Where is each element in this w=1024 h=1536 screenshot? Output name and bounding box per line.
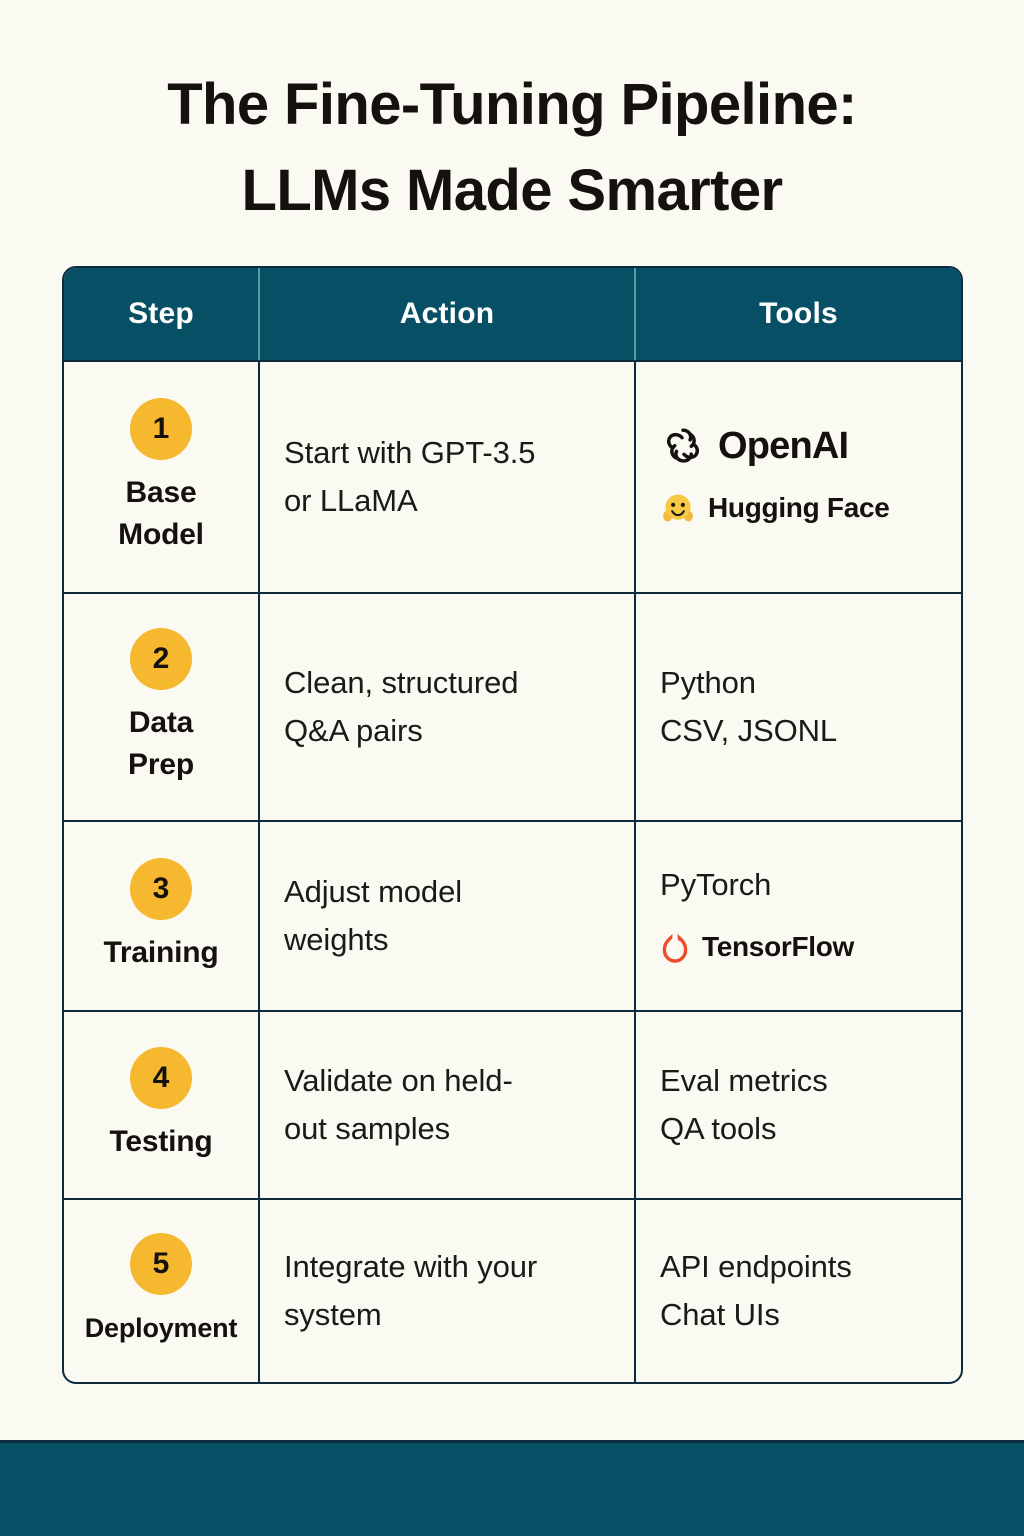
title-line-2: LLMs Made Smarter bbox=[241, 158, 784, 223]
step-label-line-1: Training bbox=[103, 936, 219, 969]
column-header-tools: Tools bbox=[636, 268, 961, 360]
page-title: The Fine-Tuning Pipeline: LLMs Made Smar… bbox=[0, 62, 1024, 234]
step-label-line-1: Base bbox=[125, 476, 197, 509]
hugging-face-emoji-icon bbox=[660, 490, 696, 526]
step-cell: 4 Testing bbox=[64, 1012, 260, 1198]
tool-label-chat-uis: Chat UIs bbox=[660, 1297, 780, 1332]
step-cell: 5 Deployment bbox=[64, 1200, 260, 1382]
header-label-tools: Tools bbox=[759, 297, 838, 330]
action-line-2: out samples bbox=[284, 1111, 451, 1146]
action-line-2: or LLaMA bbox=[284, 483, 418, 518]
tool-item-pytorch: PyTorch bbox=[660, 861, 937, 909]
tool-label-eval-metrics: Eval metrics bbox=[660, 1063, 828, 1098]
table-row: 2 Data Prep Clean, structured Q&A pairs … bbox=[64, 594, 961, 822]
pipeline-table: Step Action Tools 1 Base Model Start wit… bbox=[62, 266, 963, 1384]
header-label-step: Step bbox=[128, 297, 194, 330]
column-header-step: Step bbox=[64, 268, 260, 360]
step-cell: 3 Training bbox=[64, 822, 260, 1010]
action-line-1: Clean, structured bbox=[284, 665, 519, 700]
table-row: 1 Base Model Start with GPT-3.5 or LLaMA bbox=[64, 362, 961, 594]
tool-item-tensorflow: TensorFlow bbox=[660, 923, 937, 971]
tool-item-openai: OpenAI bbox=[660, 422, 937, 470]
step-label-line-1: Data bbox=[128, 706, 194, 739]
footer-band bbox=[0, 1440, 1024, 1536]
step-number-badge: 3 bbox=[130, 858, 192, 920]
step-cell: 1 Base Model bbox=[64, 362, 260, 592]
action-line-2: weights bbox=[284, 922, 389, 957]
tool-label-formats: CSV, JSONL bbox=[660, 713, 838, 748]
tool-label-openai: OpenAI bbox=[718, 425, 849, 467]
tools-cell: Eval metrics QA tools bbox=[636, 1012, 961, 1198]
header-label-action: Action bbox=[399, 297, 495, 330]
tool-label-qa-tools: QA tools bbox=[660, 1111, 777, 1146]
step-number-badge: 4 bbox=[130, 1047, 192, 1109]
step-label-line-1: Testing bbox=[109, 1125, 213, 1158]
action-line-1: Adjust model bbox=[284, 874, 463, 909]
title-line-1: The Fine-Tuning Pipeline: bbox=[167, 72, 857, 137]
step-label-line-1: Deployment bbox=[84, 1313, 238, 1343]
step-cell: 2 Data Prep bbox=[64, 594, 260, 820]
openai-logo-icon bbox=[660, 423, 706, 469]
tools-cell: OpenAI bbox=[636, 362, 961, 592]
step-label-line-2: Prep bbox=[128, 748, 194, 781]
tool-item-hugging-face: Hugging Face bbox=[660, 484, 937, 532]
action-cell: Clean, structured Q&A pairs bbox=[260, 594, 636, 820]
action-cell: Start with GPT-3.5 or LLaMA bbox=[260, 362, 636, 592]
tools-cell: API endpoints Chat UIs bbox=[636, 1200, 961, 1382]
tools-cell: Python CSV, JSONL bbox=[636, 594, 961, 820]
step-label-line-2: Model bbox=[118, 518, 204, 551]
action-line-1: Start with GPT-3.5 bbox=[284, 435, 536, 470]
action-line-2: system bbox=[284, 1297, 382, 1332]
step-number-badge: 5 bbox=[130, 1233, 192, 1295]
tool-label-tensorflow: TensorFlow bbox=[702, 931, 855, 962]
column-header-action: Action bbox=[260, 268, 636, 360]
table-row: 3 Training Adjust model weights PyTorch bbox=[64, 822, 961, 1012]
action-line-1: Validate on held- bbox=[284, 1063, 513, 1098]
tools-cell: PyTorch TensorFlow bbox=[636, 822, 961, 1010]
table-row: 5 Deployment Integrate with your system … bbox=[64, 1200, 961, 1382]
tool-label-python: Python bbox=[660, 665, 756, 700]
tool-label-pytorch: PyTorch bbox=[660, 867, 772, 902]
tool-label-hugging-face: Hugging Face bbox=[708, 492, 890, 523]
step-number-badge: 1 bbox=[130, 398, 192, 460]
action-cell: Adjust model weights bbox=[260, 822, 636, 1010]
action-cell: Integrate with your system bbox=[260, 1200, 636, 1382]
action-cell: Validate on held- out samples bbox=[260, 1012, 636, 1198]
tool-label-api-endpoints: API endpoints bbox=[660, 1249, 852, 1284]
pytorch-flame-icon bbox=[660, 930, 690, 964]
step-number-badge: 2 bbox=[130, 628, 192, 690]
table-row: 4 Testing Validate on held- out samples … bbox=[64, 1012, 961, 1200]
table-header-row: Step Action Tools bbox=[64, 268, 961, 362]
action-line-2: Q&A pairs bbox=[284, 713, 423, 748]
action-line-1: Integrate with your bbox=[284, 1249, 538, 1284]
